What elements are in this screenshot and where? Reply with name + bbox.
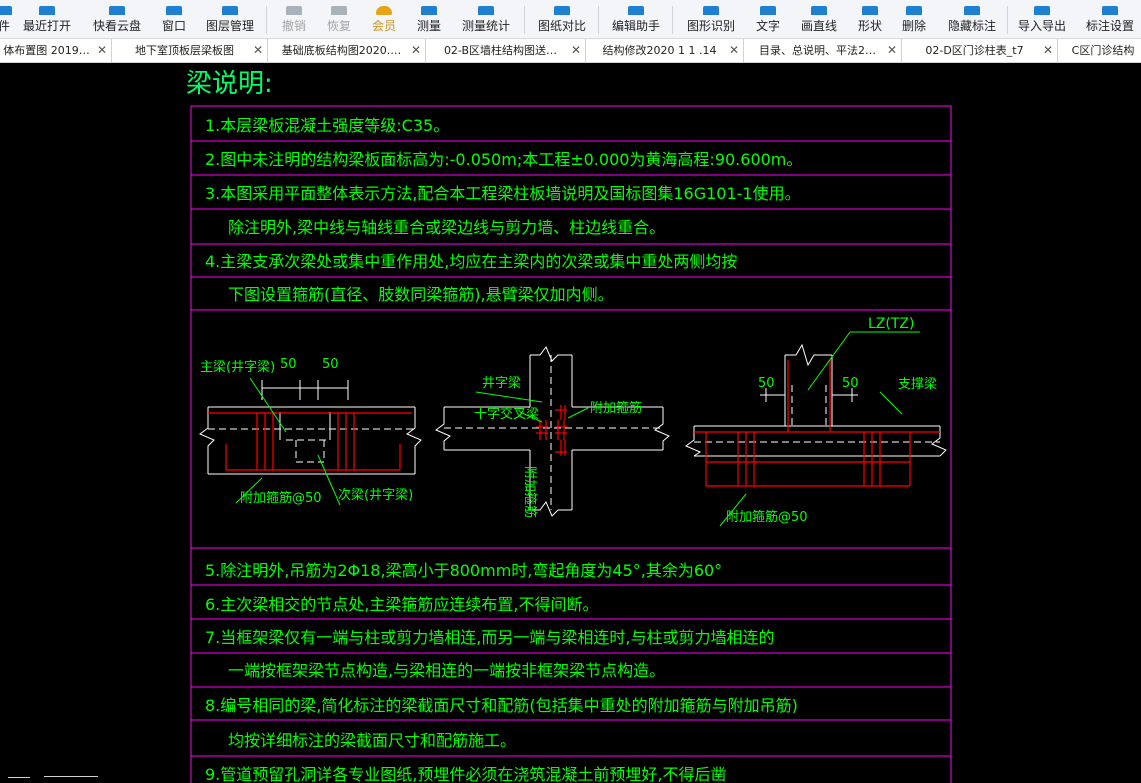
- shape-icon: [862, 6, 878, 15]
- annotation-settings-button[interactable]: 标注设置: [1080, 0, 1140, 38]
- text-icon: [760, 6, 776, 15]
- main-toolbar: 件 最近打开 快看云盘 窗口 图层管理 撤销 恢复 会员 测量 测量统计 图纸对…: [0, 0, 1141, 39]
- layer-manager-button[interactable]: 图层管理: [200, 0, 260, 38]
- note-line-8: 8.编号相同的梁,简化标注的梁截面尺寸和配筋(包括集中重处的附加箍筋与附加吊筋): [205, 696, 798, 715]
- measure-button[interactable]: 测量: [409, 0, 449, 38]
- support-beam-label: 支撑梁: [898, 377, 937, 392]
- note-line-3b: 除注明外,梁中线与轴线重合或梁边线与剪力墙、柱边线重合。: [228, 218, 665, 237]
- tab-document[interactable]: 结构修改2020 1 1 .14✕: [586, 39, 744, 62]
- note-line-9: 9.管道预留孔洞详各专业图纸,预埋件必须在浇筑混凝土前预埋好,不得后凿: [205, 765, 726, 783]
- undo-icon: [286, 6, 302, 15]
- cross-beam-label: 十字交叉梁: [474, 406, 539, 422]
- note-line-4: 4.主梁支承次梁处或集中重作用处,均应在主梁内的次梁或集中重处两侧均按: [205, 252, 737, 271]
- status-divider: [44, 776, 98, 783]
- main-beam-label: 主梁(井字梁): [200, 360, 275, 375]
- status-divider: [8, 777, 30, 778]
- file-icon: [0, 6, 12, 15]
- undo-button[interactable]: 撤销: [274, 0, 314, 38]
- cloud-disk-button[interactable]: 快看云盘: [88, 0, 146, 38]
- clock-icon: [39, 6, 55, 15]
- well-beam-label: 井字梁: [482, 376, 521, 391]
- close-icon[interactable]: ✕: [886, 43, 897, 57]
- edit-icon: [628, 6, 644, 15]
- window-icon: [166, 6, 182, 15]
- redo-icon: [331, 6, 347, 15]
- drawing-canvas[interactable]: 梁说明: 1.本层梁板混凝土强度等级:C35。 2.图中未注明的结构梁板面标高为…: [0, 63, 1141, 783]
- close-icon[interactable]: ✕: [96, 43, 107, 57]
- cloud-icon: [109, 6, 125, 15]
- delete-button[interactable]: 删除: [895, 0, 933, 38]
- measure-stats-icon: [478, 6, 494, 15]
- toolbar-separator: [524, 6, 525, 34]
- shape-recognize-button[interactable]: 图形识别: [681, 0, 741, 38]
- status-bar-fragment: [0, 775, 120, 783]
- import-export-button[interactable]: 导入导出: [1012, 0, 1072, 38]
- close-icon[interactable]: ✕: [728, 43, 739, 57]
- toolbar-separator: [266, 6, 267, 34]
- close-icon[interactable]: ✕: [252, 43, 263, 57]
- tab-document[interactable]: 02-B区墙柱结构图送…✕: [426, 39, 586, 62]
- detail-cross-beams: 井字梁 十字交叉梁 附加箍筋 附加箍筋: [435, 346, 670, 518]
- document-tab-bar: 体布置图 2019…✕ 地下室顶板层梁板图✕ 基础底板结构图2020.…✕ 02…: [0, 39, 1141, 63]
- note-line-3: 3.本图采用平面整体表示方法,配合本工程梁柱板墙说明及国标图集16G101-1使…: [205, 184, 801, 203]
- tab-document[interactable]: 基础底板结构图2020.…✕: [268, 39, 426, 62]
- recent-open-button[interactable]: 最近打开: [18, 0, 76, 38]
- compare-drawings-button[interactable]: 图纸对比: [532, 0, 592, 38]
- file-button[interactable]: 件: [0, 0, 14, 38]
- window-button[interactable]: 窗口: [154, 0, 194, 38]
- dimension-label: 50: [758, 376, 775, 391]
- dimension-label: 50: [842, 376, 859, 391]
- tab-document[interactable]: C区门诊结构: [1071, 44, 1135, 57]
- dimension-label: 50: [322, 357, 339, 372]
- line-icon: [811, 6, 827, 15]
- extra-stirrup-label: 附加箍筋: [590, 400, 642, 416]
- note-line-2: 2.图中未注明的结构梁板面标高为:-0.050m;本工程±0.000为黄海高程:…: [205, 150, 802, 169]
- close-icon[interactable]: ✕: [410, 43, 421, 57]
- tab-document[interactable]: 地下室顶板层梁板图✕: [112, 39, 268, 62]
- note-line-4b: 下图设置箍筋(直径、肢数同梁箍筋),悬臂梁仅加内侧。: [228, 285, 614, 304]
- close-icon[interactable]: ✕: [1042, 43, 1053, 57]
- toolbar-separator: [1007, 6, 1008, 34]
- vip-icon: [376, 6, 392, 15]
- compare-icon: [554, 6, 570, 15]
- text-button[interactable]: 文字: [749, 0, 787, 38]
- vip-button[interactable]: 会员: [364, 0, 404, 38]
- note-line-7: 7.当框架梁仅有一端与柱或剪力墙相连,而另一端与梁相连时,与柱或剪力墙相连的: [205, 628, 774, 647]
- shape-recognize-icon: [703, 6, 719, 15]
- extra-stirrup-label: 附加箍筋@50: [240, 490, 322, 506]
- dimension-label: 50: [280, 357, 297, 372]
- detail-main-secondary-beam: 主梁(井字梁) 50 50 附加箍筋@50 次梁(井字梁): [199, 357, 422, 506]
- eraser-icon: [906, 6, 922, 15]
- secondary-beam-label: 次梁(井字梁): [338, 487, 413, 503]
- column-tag-label: LZ(TZ): [868, 316, 914, 332]
- layers-icon: [222, 6, 238, 15]
- detail-column-support-beam: LZ(TZ) 50 50 支撑梁 附加箍筋@50: [685, 316, 947, 527]
- import-export-icon: [1034, 6, 1050, 15]
- notes-table-frame: [190, 105, 952, 783]
- note-line-5: 5.除注明外,吊筋为2Φ18,梁高小于800mm时,弯起角度为45°,其余为60…: [205, 561, 722, 580]
- eye-icon: [964, 6, 980, 15]
- note-line-6: 6.主次梁相交的节点处,主梁箍筋应连续布置,不得间断。: [205, 595, 598, 614]
- tab-document[interactable]: 体布置图 2019…✕: [0, 39, 112, 62]
- redo-button[interactable]: 恢复: [319, 0, 359, 38]
- extra-stirrup-label: 附加箍筋@50: [726, 509, 808, 525]
- measure-stats-button[interactable]: 测量统计: [455, 0, 517, 38]
- extra-stirrup-label: 附加箍筋: [522, 466, 538, 518]
- note-line-8b: 均按详细标注的梁截面尺寸和配筋施工。: [228, 731, 516, 750]
- shape-button[interactable]: 形状: [851, 0, 889, 38]
- tab-document[interactable]: 目录、总说明、平法2…✕: [744, 39, 902, 62]
- tab-document[interactable]: 02-D区门诊柱表_t7✕: [902, 39, 1058, 62]
- hide-annotations-button[interactable]: 隐藏标注: [941, 0, 1003, 38]
- toolbar-separator: [672, 6, 673, 34]
- toolbar-separator: [598, 6, 599, 34]
- note-line-7b: 一端按框架梁节点构造,与梁相连的一端按非框架梁节点构造。: [228, 661, 665, 680]
- notes-heading: 梁说明:: [186, 69, 273, 99]
- note-line-1: 1.本层梁板混凝土强度等级:C35。: [205, 116, 449, 135]
- close-icon[interactable]: ✕: [570, 43, 581, 57]
- settings-icon: [1102, 6, 1118, 15]
- ruler-icon: [421, 6, 437, 15]
- draw-line-button[interactable]: 画直线: [796, 0, 842, 38]
- edit-assistant-button[interactable]: 编辑助手: [606, 0, 666, 38]
